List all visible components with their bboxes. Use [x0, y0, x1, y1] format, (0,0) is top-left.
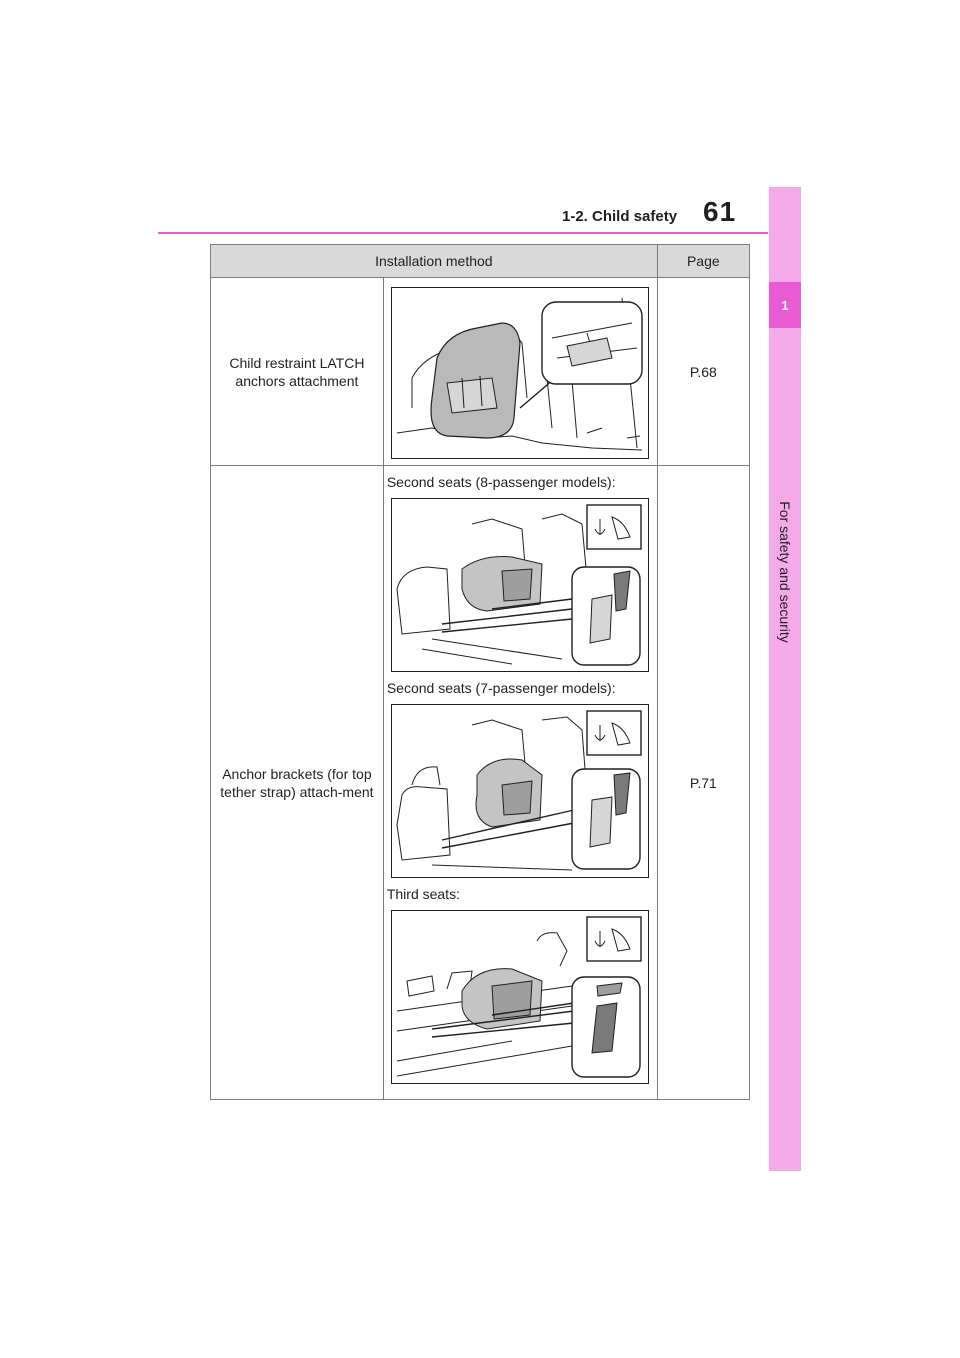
table-row: Anchor brackets (for top tether strap) a…	[210, 465, 751, 1100]
page-number: 61	[703, 196, 737, 227]
latch-anchor-illustration	[391, 287, 650, 459]
header-page: Page	[656, 244, 751, 278]
second-seat-7p-illustration	[391, 704, 650, 878]
table-header-row: Installation method Page	[210, 244, 751, 278]
figure-caption: Second seats (7-passenger models):	[386, 680, 616, 696]
table-row: Child restraint LATCH anchors attachment	[210, 277, 751, 466]
installation-table: Installation method Page Child restraint…	[210, 244, 751, 1100]
section-title: 1-2. Child safety	[562, 208, 678, 225]
third-seat-illustration	[391, 910, 650, 1084]
header-rule	[158, 232, 768, 234]
chapter-side-tab: 1 For safety and security	[769, 187, 801, 1171]
chapter-number: 1	[769, 282, 801, 328]
figure-caption: Second seats (8-passenger models):	[386, 474, 616, 490]
method-cell: Child restraint LATCH anchors attachment	[210, 277, 384, 466]
chapter-title: For safety and security	[777, 501, 793, 643]
method-cell: Anchor brackets (for top tether strap) a…	[210, 465, 384, 1100]
page-ref[interactable]: P.68	[656, 277, 751, 466]
figure-cell	[382, 277, 658, 466]
figure-caption: Third seats:	[386, 886, 460, 902]
figure-cell: Second seats (8-passenger models): Secon…	[382, 465, 658, 1100]
header-installation-method: Installation method	[210, 244, 658, 278]
page-ref[interactable]: P.71	[656, 465, 751, 1100]
second-seat-8p-illustration	[391, 498, 650, 672]
